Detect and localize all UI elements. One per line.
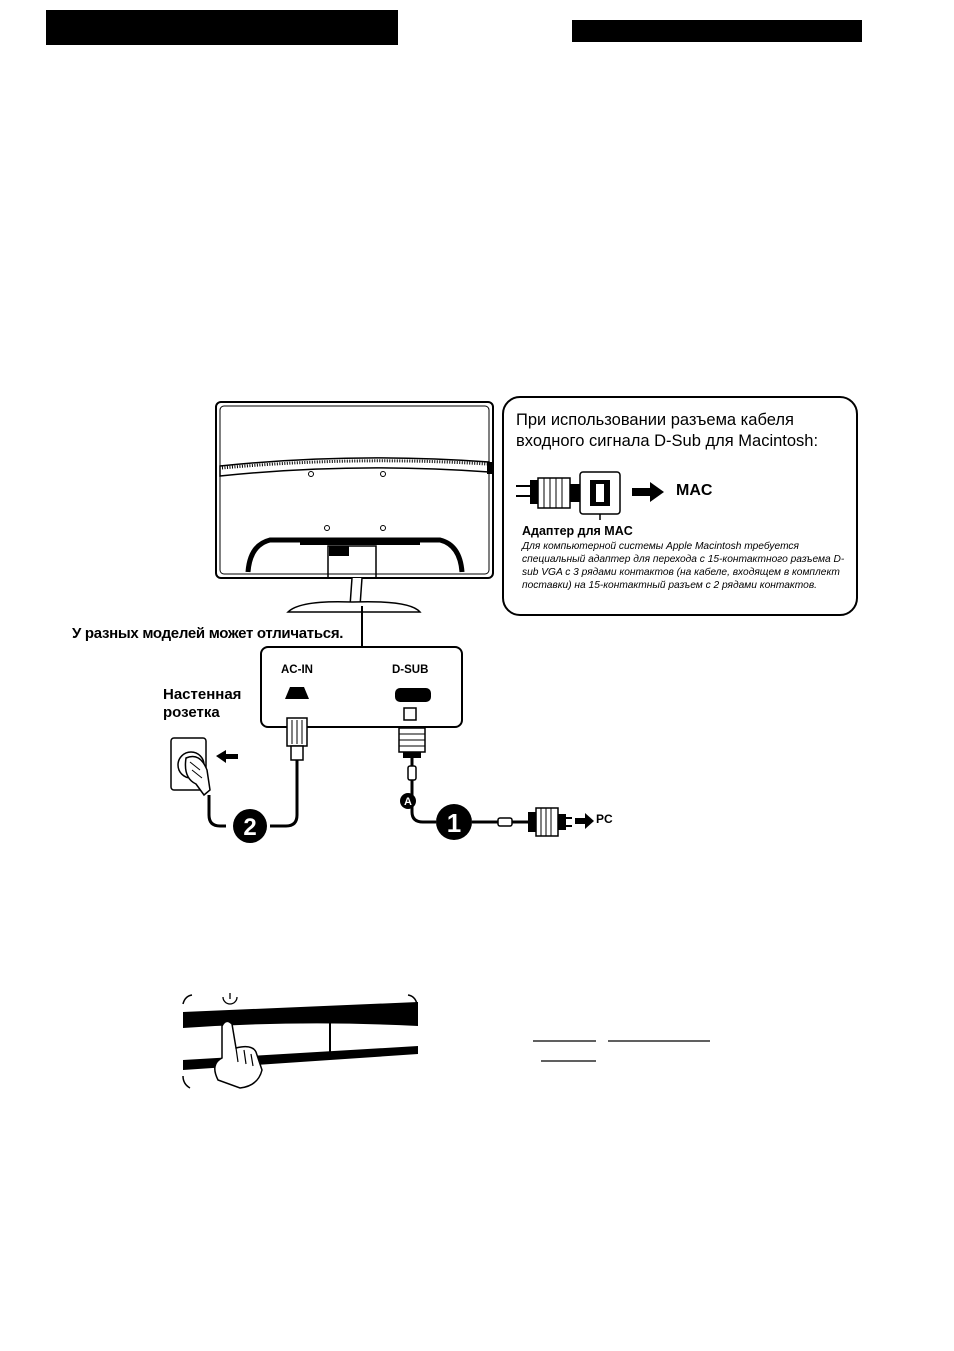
- marker-a-badge: A: [400, 793, 416, 809]
- ac-in-port-label: AC-IN: [281, 664, 313, 676]
- step-2-label: 2: [243, 814, 256, 841]
- pc-vga-connector-icon: [528, 807, 572, 837]
- wall-socket-icon: [170, 737, 211, 797]
- mac-label: MAC: [676, 482, 713, 499]
- adapter-title: Адаптер для MAC: [522, 524, 633, 538]
- arrow-left-icon: [216, 750, 238, 763]
- models-vary-note: У разных моделей может отличаться.: [72, 625, 344, 642]
- d-sub-port-icon: [395, 688, 431, 702]
- mac-box-heading: При использовании разъема кабеля входног…: [516, 411, 819, 450]
- step-1-badge: 1: [436, 804, 472, 840]
- step-1-label: 1: [447, 808, 461, 838]
- header-bar-left: [46, 10, 398, 45]
- arrow-right-icon: [575, 813, 594, 829]
- mac-adapter-infobox: При использовании разъема кабеля входног…: [502, 396, 858, 616]
- power-plug-icon: [286, 717, 308, 761]
- step-2-badge: 2: [233, 809, 267, 843]
- power-button-hand-icon: [182, 993, 418, 1089]
- d-sub-port-label: D-SUB: [392, 664, 429, 676]
- ac-in-port-icon: [285, 687, 309, 699]
- wall-socket-label: Настенная розетка: [163, 686, 242, 721]
- vga-connector-icon: [398, 707, 426, 781]
- pc-label: PC: [596, 812, 613, 826]
- monitor-back-icon: [215, 401, 494, 647]
- adapter-note: Для компьютерной системы Apple Macintosh…: [522, 541, 845, 591]
- header-bar-right: [572, 20, 862, 42]
- marker-a-label: A: [404, 796, 412, 808]
- mac-adapter-icon: [516, 471, 664, 520]
